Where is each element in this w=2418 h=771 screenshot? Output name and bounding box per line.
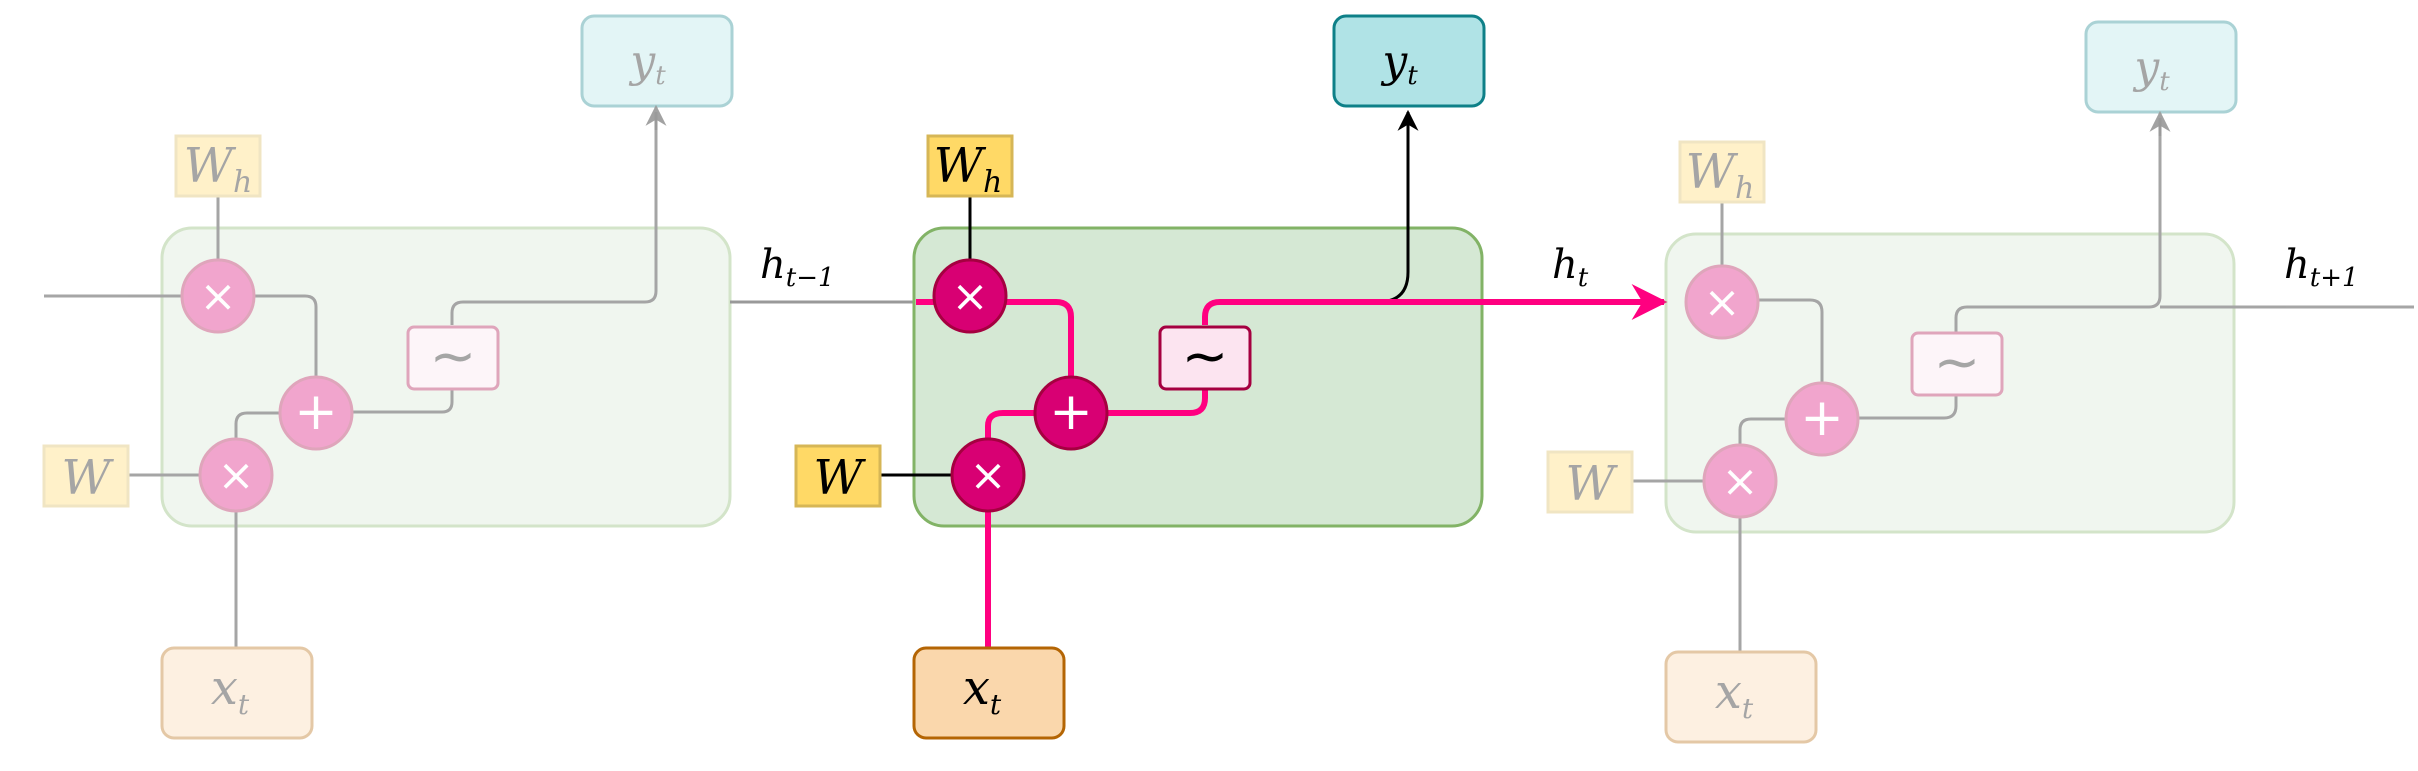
center-w-box: [794, 444, 882, 508]
center-activation-box: [1158, 325, 1252, 391]
right-w-box: [1546, 450, 1634, 514]
right-activation-symbol: ~: [1934, 330, 1981, 395]
right-multiply-bottom-symbol: ×: [1722, 456, 1759, 507]
center-multiply-top: [932, 258, 1008, 334]
right-input-box: [1664, 650, 1818, 744]
center-multiply-bottom-symbol: ×: [970, 450, 1007, 501]
label-h-cur: ht: [1552, 242, 1589, 293]
left-w-label: W: [61, 450, 114, 506]
center-output-box: [1332, 14, 1486, 108]
right-wh-box: [1678, 140, 1766, 204]
left-multiply-bottom: [198, 437, 274, 513]
right-add-node: [1784, 381, 1860, 457]
left-input-box: [160, 646, 314, 740]
left-wh-box: [174, 134, 262, 198]
left-cell-body: [160, 226, 732, 528]
svg-text:Wh: Wh: [1686, 144, 1755, 206]
right-cell-body: [1664, 232, 2236, 534]
center-add-node: [1033, 375, 1109, 451]
center-rnn-cell: Wh W × + × ~ yt xt: [794, 14, 1668, 740]
svg-text:yt: yt: [1380, 36, 1418, 91]
right-multiply-bottom: [1702, 443, 1778, 519]
left-cell-connections: [44, 112, 658, 648]
right-rnn-cell: Wh W × + × ~ yt xt: [1546, 20, 2414, 744]
svg-text:Wh: Wh: [934, 138, 1003, 200]
center-highlight-path: [916, 299, 1640, 648]
left-add-symbol: +: [294, 382, 338, 442]
right-w-label: W: [1565, 456, 1618, 512]
left-activation-symbol: ~: [430, 324, 477, 389]
svg-text:xt: xt: [211, 660, 250, 721]
center-activation-symbol: ~: [1182, 324, 1229, 389]
right-add-symbol: +: [1800, 388, 1844, 448]
right-activation-box: [1910, 331, 2004, 397]
label-h-next: ht+1: [2284, 242, 2359, 293]
center-wh-box: [926, 134, 1014, 198]
label-h-prev: ht−1: [760, 242, 835, 293]
right-cell-connections: [1632, 118, 2414, 652]
svg-text:yt: yt: [2132, 42, 2170, 97]
center-input-box: [912, 646, 1066, 740]
left-rnn-cell: Wh W × + × ~ yt xt: [42, 14, 734, 740]
left-activation-box: [406, 325, 500, 391]
center-add-symbol: +: [1049, 382, 1093, 442]
svg-text:yt: yt: [628, 36, 666, 91]
svg-text:Wh: Wh: [184, 138, 253, 200]
left-add-node: [278, 375, 354, 451]
center-multiply-top-symbol: ×: [952, 271, 989, 322]
right-multiply-top: [1684, 264, 1760, 340]
left-w-box: [42, 444, 130, 508]
right-multiply-top-symbol: ×: [1704, 277, 1741, 328]
svg-text:xt: xt: [963, 660, 1002, 721]
left-multiply-top-symbol: ×: [200, 271, 237, 322]
center-multiply-bottom: [950, 437, 1026, 513]
left-multiply-bottom-symbol: ×: [218, 450, 255, 501]
svg-text:xt: xt: [1715, 664, 1754, 725]
left-multiply-top: [180, 258, 256, 334]
center-w-label: W: [813, 450, 866, 506]
